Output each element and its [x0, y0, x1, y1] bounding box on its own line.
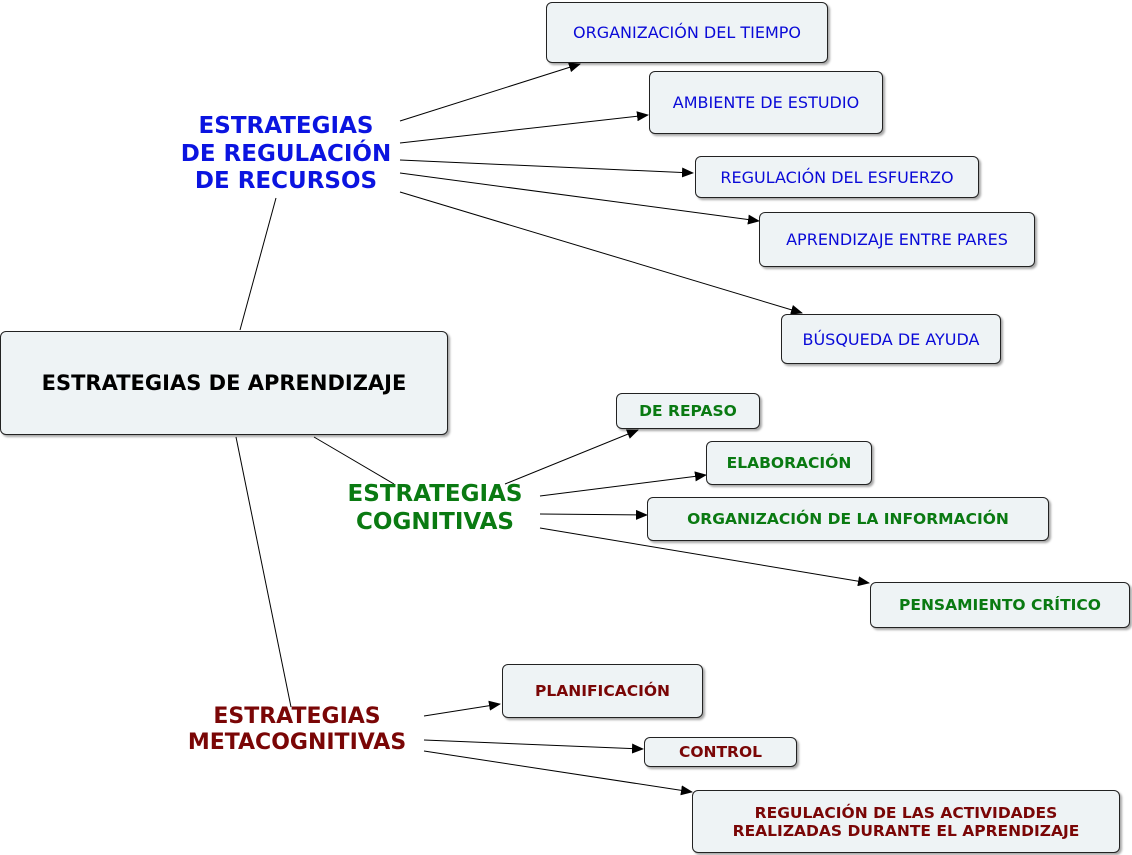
arrow-to-organizacion-tiempo — [399, 62, 581, 122]
link-root-cognitivas — [313, 436, 395, 485]
node-organizacion-tiempo: ORGANIZACIÓN DEL TIEMPO — [546, 2, 828, 63]
node-label: APRENDIZAJE ENTRE PARES — [786, 230, 1008, 249]
arrow-to-aprendizaje-pares — [399, 172, 760, 225]
node-label: AMBIENTE DE ESTUDIO — [672, 93, 860, 112]
arrow-to-planificacion — [423, 700, 501, 717]
arrow-to-control — [423, 739, 644, 754]
node-label: PLANIFICACIÓN — [535, 682, 670, 700]
node-regulacion-esfuerzo: REGULACIÓN DEL ESFUERZO — [695, 156, 979, 198]
node-label: CONTROL — [678, 743, 763, 761]
arrow-to-regulacion-esfuerzo — [399, 159, 694, 178]
node-label: DE REPASO — [639, 402, 737, 420]
node-label: ELABORACIÓN — [726, 454, 852, 472]
node-organizacion-informacion: ORGANIZACIÓN DE LA INFORMACIÓN — [647, 497, 1049, 541]
node-regulacion-actividades: REGULACIÓN DE LAS ACTIVIDADES REALIZADAS… — [692, 790, 1120, 853]
arrow-to-regulacion-actividades — [423, 750, 693, 796]
arrow-to-organizacion-informacion — [539, 509, 648, 520]
link-root-metacognitivas — [235, 436, 292, 708]
link-root-regulacion — [239, 197, 277, 331]
node-aprendizaje-pares: APRENDIZAJE ENTRE PARES — [759, 212, 1035, 267]
node-elaboracion: ELABORACIÓN — [706, 441, 872, 485]
node-label: PENSAMIENTO CRÍTICO — [899, 596, 1101, 614]
arrow-to-elaboracion — [539, 471, 707, 497]
category-regulacion-line1: ESTRATEGIAS — [198, 113, 374, 139]
node-ambiente-estudio: AMBIENTE DE ESTUDIO — [649, 71, 883, 134]
category-metacognitivas-line2: METACOGNITIVAS — [187, 730, 407, 756]
category-metacognitivas: ESTRATEGIAS METACOGNITIVAS — [168, 704, 426, 757]
node-label: REGULACIÓN DEL ESFUERZO — [720, 167, 954, 187]
category-regulacion-line3: DE RECURSOS — [194, 168, 378, 195]
category-metacognitivas-line1: ESTRATEGIAS — [213, 704, 381, 729]
node-pensamiento-critico: PENSAMIENTO CRÍTICO — [870, 582, 1130, 628]
root-node-label: ESTRATEGIAS DE APRENDIZAJE — [41, 371, 407, 395]
category-regulacion-recursos: ESTRATEGIAS DE REGULACIÓN DE RECURSOS — [170, 113, 402, 196]
arrow-to-pensamiento-critico — [539, 527, 870, 587]
node-repaso: DE REPASO — [616, 393, 760, 429]
category-regulacion-line2: DE REGULACIÓN — [180, 140, 392, 167]
node-label: ORGANIZACIÓN DEL TIEMPO — [573, 23, 801, 42]
node-label-line1: REGULACIÓN DE LAS ACTIVIDADES — [754, 803, 1058, 822]
node-label: BÚSQUEDA DE AYUDA — [802, 329, 980, 349]
category-cognitivas-line1: ESTRATEGIAS — [347, 481, 523, 507]
root-node: ESTRATEGIAS DE APRENDIZAJE — [0, 331, 448, 435]
arrow-to-busqueda-ayuda — [399, 191, 803, 315]
node-label: ORGANIZACIÓN DE LA INFORMACIÓN — [687, 510, 1009, 528]
node-planificacion: PLANIFICACIÓN — [502, 664, 703, 718]
node-control: CONTROL — [644, 737, 797, 767]
node-busqueda-ayuda: BÚSQUEDA DE AYUDA — [781, 314, 1001, 364]
arrow-to-repaso — [504, 429, 639, 485]
category-cognitivas-line2: COGNITIVAS — [356, 508, 514, 535]
category-cognitivas: ESTRATEGIAS COGNITIVAS — [330, 481, 540, 536]
node-label-line2: REALIZADAS DURANTE EL APRENDIZAJE — [732, 821, 1080, 840]
arrow-to-ambiente-estudio — [399, 111, 649, 144]
